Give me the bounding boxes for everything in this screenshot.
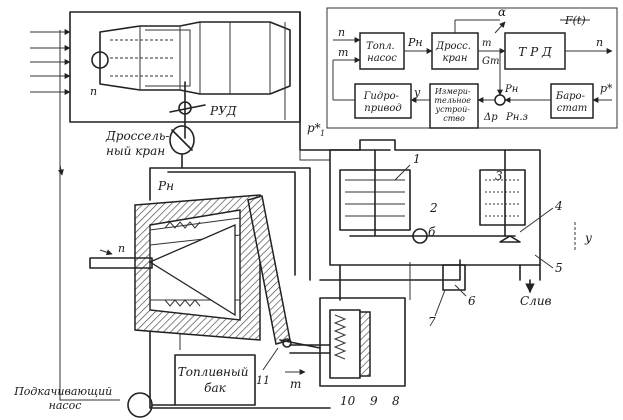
sig-y: у xyxy=(413,86,421,99)
label-11: 11 xyxy=(256,374,270,387)
block-measure-label: Измери- тельное устрой- ство xyxy=(434,87,474,123)
label-2: 2 xyxy=(429,201,438,215)
sig-n-out: n xyxy=(596,36,603,49)
block-barostat-label: Баро- стат xyxy=(555,91,588,114)
block-actuator xyxy=(354,83,412,119)
sig-gt: Gт xyxy=(482,56,499,67)
plunger-pump: n 11 xyxy=(89,194,321,387)
label-pn-left: Рн xyxy=(157,179,174,193)
block-engine-label: Т Р Д xyxy=(518,45,552,59)
label-8: 8 xyxy=(392,394,400,408)
fuel-tank-group: Топливный бак Подкачивающий насос xyxy=(13,354,256,418)
sig-pn: Рн xyxy=(407,36,423,49)
label-fuel-tank: Топливный бак xyxy=(178,365,253,395)
label-1: 1 xyxy=(413,152,421,166)
label-sub-b: б xyxy=(428,225,436,239)
sig-pn2: Рн xyxy=(504,84,518,95)
label-10: 10 xyxy=(340,394,356,408)
sig-m-in: m xyxy=(338,46,348,59)
label-3: 3 xyxy=(495,169,503,183)
boost-pump xyxy=(127,392,153,418)
label-drain: Слив xyxy=(520,294,552,308)
block-throttle xyxy=(431,32,479,70)
label-p1-star: р* xyxy=(307,121,321,135)
block-diagram: Топл. насос Дросс. кран Т Р Д Гидро- при… xyxy=(326,5,618,129)
block-fuel-pump-label: Топл. насос xyxy=(366,41,398,64)
block-fuel-pump xyxy=(359,32,405,70)
sig-delta-p: Δр xyxy=(483,112,498,123)
label-n-shaft: n xyxy=(118,242,125,255)
label-boost-pump: Подкачивающий насос xyxy=(13,385,116,412)
sig-ft: F(t) xyxy=(564,14,586,27)
regulator: 1 2 3 4 Слив 5 у 6 7 б xyxy=(329,139,592,329)
sig-n-in: n xyxy=(338,26,345,39)
label-y: у xyxy=(584,231,592,245)
fuel-tank xyxy=(174,354,256,406)
block-throttle-label: Дросс. кран xyxy=(435,41,474,64)
sig-p1-star: р* xyxy=(600,82,613,95)
label-throttle-valve: Дроссель- ный кран xyxy=(105,129,173,158)
block-measure xyxy=(429,83,479,129)
block-barostat xyxy=(550,83,594,119)
sig-alpha: α xyxy=(498,5,506,19)
label-7: 7 xyxy=(428,315,436,329)
label-4: 4 xyxy=(554,199,563,213)
sig-pnz: Рн.з xyxy=(505,112,528,123)
label-n-inlet: n xyxy=(90,85,97,98)
servo-piston: 10 9 8 m xyxy=(285,297,406,408)
label-m-out: m xyxy=(290,377,301,391)
label-6: 6 xyxy=(468,294,476,308)
label-5: 5 xyxy=(555,261,563,275)
rud-throttle: РУД Дроссель- ный кран xyxy=(105,81,237,169)
engine-drawing: n xyxy=(30,11,301,123)
sig-m-small: т xyxy=(482,38,491,49)
label-rud: РУД xyxy=(209,104,237,118)
label-9: 9 xyxy=(370,394,378,408)
block-actuator-label: Гидро- привод xyxy=(363,91,402,114)
label-p1-sub: 1 xyxy=(320,129,325,138)
